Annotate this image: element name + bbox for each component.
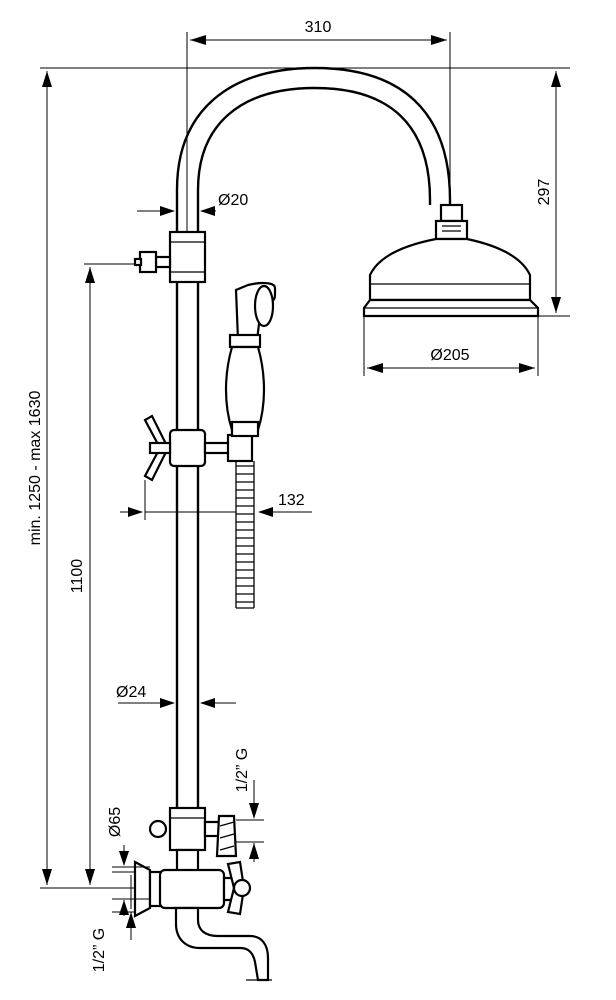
dim-arm-tube: [137, 206, 216, 216]
dim-132-label: 132: [278, 492, 305, 509]
dim-overall-height-label: min. 1250 - max 1630: [27, 391, 44, 546]
dim-riser-diameter-label: Ø24: [116, 684, 146, 701]
bath-spout: [174, 906, 272, 982]
dim-297-label: 297: [536, 179, 553, 206]
hose: [235, 461, 255, 609]
hand-shower: [224, 281, 277, 438]
dim-297: [551, 71, 561, 313]
top-coupler: [133, 230, 207, 284]
lower-coupler: [148, 806, 238, 874]
dim-310-label: 310: [305, 19, 332, 36]
mixer-body: [133, 860, 252, 918]
dim-310: [186, 32, 451, 232]
dim-lower-thread: [112, 871, 136, 940]
riser-pipe: [175, 282, 200, 808]
dim-132: [120, 480, 312, 520]
dim-upper-thread-label: 1/2” G: [234, 748, 251, 792]
dim-head-diameter: [363, 316, 539, 376]
dim-arm-tube-label: Ø20: [218, 192, 248, 209]
dim-lower-thread-label: 1/2” G: [91, 928, 108, 972]
dim-head-diameter-label: Ø205: [430, 347, 469, 364]
dim-upper-thread: [236, 780, 264, 862]
dim-overall-height: [40, 71, 135, 889]
dim-riser-diameter: [118, 698, 236, 708]
shower-head: [362, 203, 540, 318]
dim-1100: [84, 263, 135, 885]
dim-mixer-centres-label: Ø65: [107, 807, 124, 837]
slide-bracket: [143, 414, 254, 482]
dim-1100-label: 1100: [69, 559, 86, 594]
